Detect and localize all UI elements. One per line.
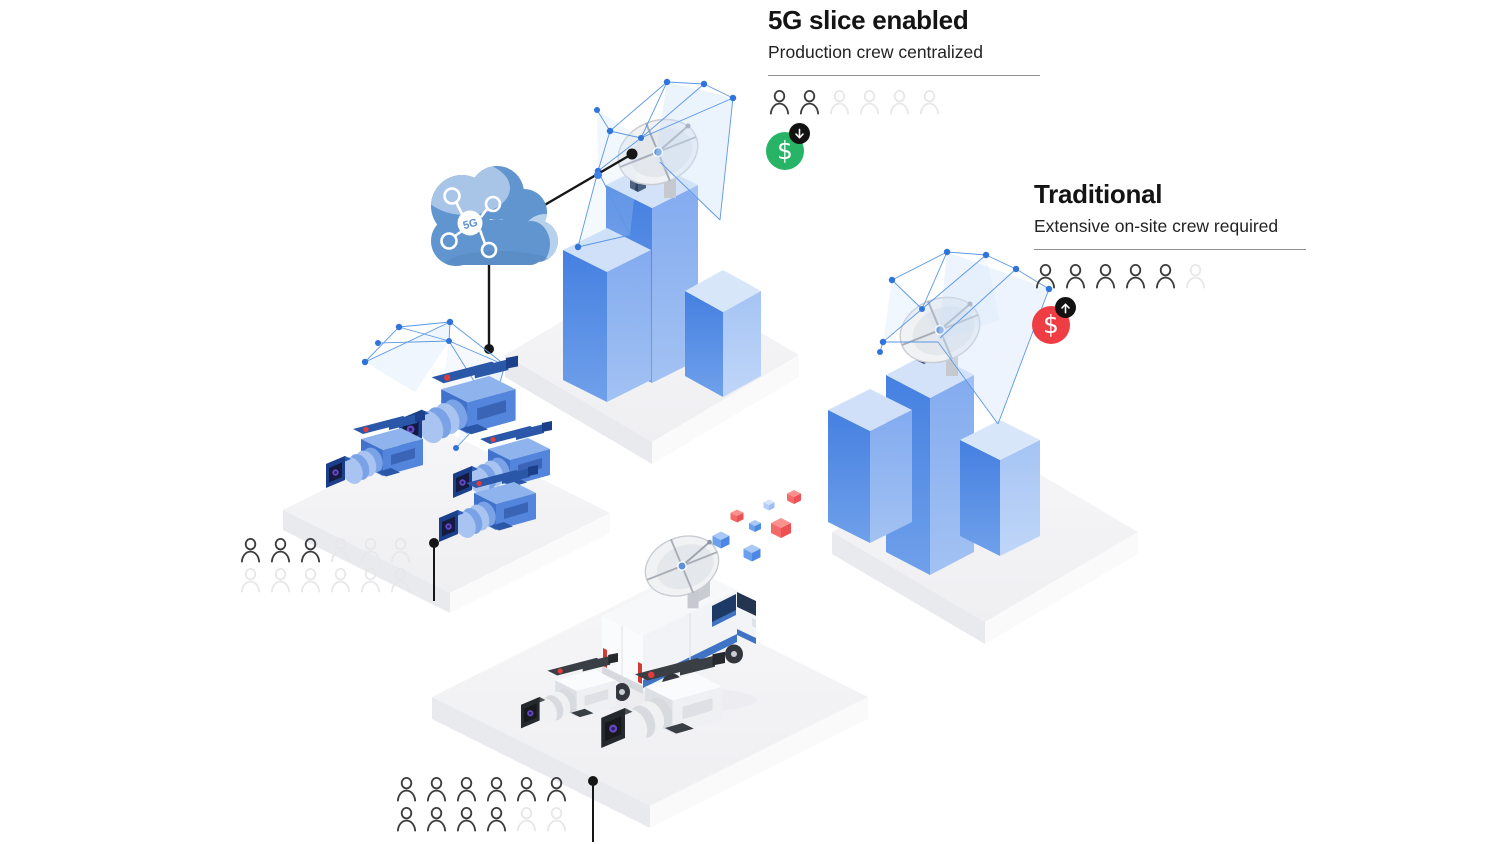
- person-icon: [330, 537, 351, 563]
- camera-crew-pin: [429, 538, 439, 601]
- person-icon: [919, 89, 940, 115]
- person-icon: [270, 567, 291, 593]
- traditional-building-towers: [828, 284, 1040, 575]
- divider: [768, 75, 1040, 76]
- person-icon: [1155, 263, 1176, 289]
- enabled-header: 5G slice enabled Production crew central…: [766, 5, 1040, 172]
- arrow-up-icon: [1055, 297, 1076, 318]
- person-icon: [396, 806, 417, 832]
- data-cube-icon: [712, 531, 730, 549]
- divider: [1034, 249, 1306, 250]
- person-icon: [396, 776, 417, 802]
- cost-decrease-indicator: $: [766, 123, 810, 172]
- 5g-cloud-icon: 5G: [431, 166, 558, 266]
- dollar-symbol: $: [1043, 310, 1059, 339]
- van-platform-crew-icons: [395, 776, 568, 832]
- cloud-connectors: [484, 148, 638, 354]
- building-tower: [563, 250, 607, 402]
- van-crew-pin: [588, 776, 598, 842]
- enabled-building-towers: [563, 106, 761, 402]
- person-icon: [426, 806, 447, 832]
- 5g-network-glyph: [440, 187, 502, 259]
- person-icon: [516, 776, 537, 802]
- enabled-title: 5G slice enabled: [768, 5, 969, 35]
- person-icon: [829, 89, 850, 115]
- person-icon: [270, 537, 291, 563]
- person-icon: [360, 537, 381, 563]
- traditional-crew-icons: [1034, 263, 1306, 289]
- camera-platform-crew-icons: [239, 537, 412, 593]
- crew-row: [239, 567, 412, 593]
- enabled-subtitle: Production crew centralized: [768, 42, 983, 62]
- person-icon: [1065, 263, 1086, 289]
- data-cube-icon: [749, 520, 761, 532]
- person-icon: [240, 537, 261, 563]
- data-cubes: [712, 490, 801, 562]
- dollar-symbol: $: [777, 136, 793, 165]
- 5g-cloud-label: 5G: [462, 217, 479, 232]
- person-icon: [546, 776, 567, 802]
- person-icon: [799, 89, 820, 115]
- building-tower: [828, 410, 870, 543]
- dollar-icon: $: [1032, 306, 1070, 344]
- data-cube-icon: [763, 499, 775, 511]
- person-icon: [1185, 263, 1206, 289]
- person-icon: [516, 806, 537, 832]
- person-icon: [390, 537, 411, 563]
- arrow-down-icon: [789, 123, 810, 144]
- building-tower: [685, 291, 723, 397]
- data-cube-icon: [771, 518, 791, 538]
- enabled-network-mesh: [574, 78, 737, 251]
- person-icon: [1125, 263, 1146, 289]
- traditional-subtitle: Extensive on-site crew required: [1034, 216, 1279, 236]
- traditional-header: Traditional Extensive on-site crew requi…: [1032, 179, 1306, 346]
- person-icon: [456, 776, 477, 802]
- crew-row: [395, 806, 568, 832]
- person-icon: [859, 89, 880, 115]
- person-icon: [456, 806, 477, 832]
- person-icon: [1035, 263, 1056, 289]
- traditional-network-mesh: [877, 248, 1053, 425]
- person-icon: [426, 776, 447, 802]
- person-icon: [486, 776, 507, 802]
- crew-row: [1034, 263, 1306, 289]
- person-icon: [240, 567, 261, 593]
- crew-row: [239, 537, 412, 563]
- data-cube-icon: [743, 544, 761, 562]
- data-cube-icon: [730, 509, 744, 523]
- data-cube-icon: [787, 490, 801, 504]
- cost-increase-indicator: $: [1032, 297, 1076, 346]
- person-icon: [889, 89, 910, 115]
- person-icon: [486, 806, 507, 832]
- person-icon: [330, 567, 351, 593]
- person-icon: [1095, 263, 1116, 289]
- person-icon: [300, 567, 321, 593]
- building-tower: [960, 440, 1000, 556]
- person-icon: [769, 89, 790, 115]
- enabled-crew-icons: [768, 89, 1040, 115]
- person-icon: [546, 806, 567, 832]
- traditional-title: Traditional: [1034, 179, 1163, 209]
- person-icon: [300, 537, 321, 563]
- person-icon: [390, 567, 411, 593]
- person-icon: [360, 567, 381, 593]
- crew-row: [768, 89, 1040, 115]
- crew-row: [395, 776, 568, 802]
